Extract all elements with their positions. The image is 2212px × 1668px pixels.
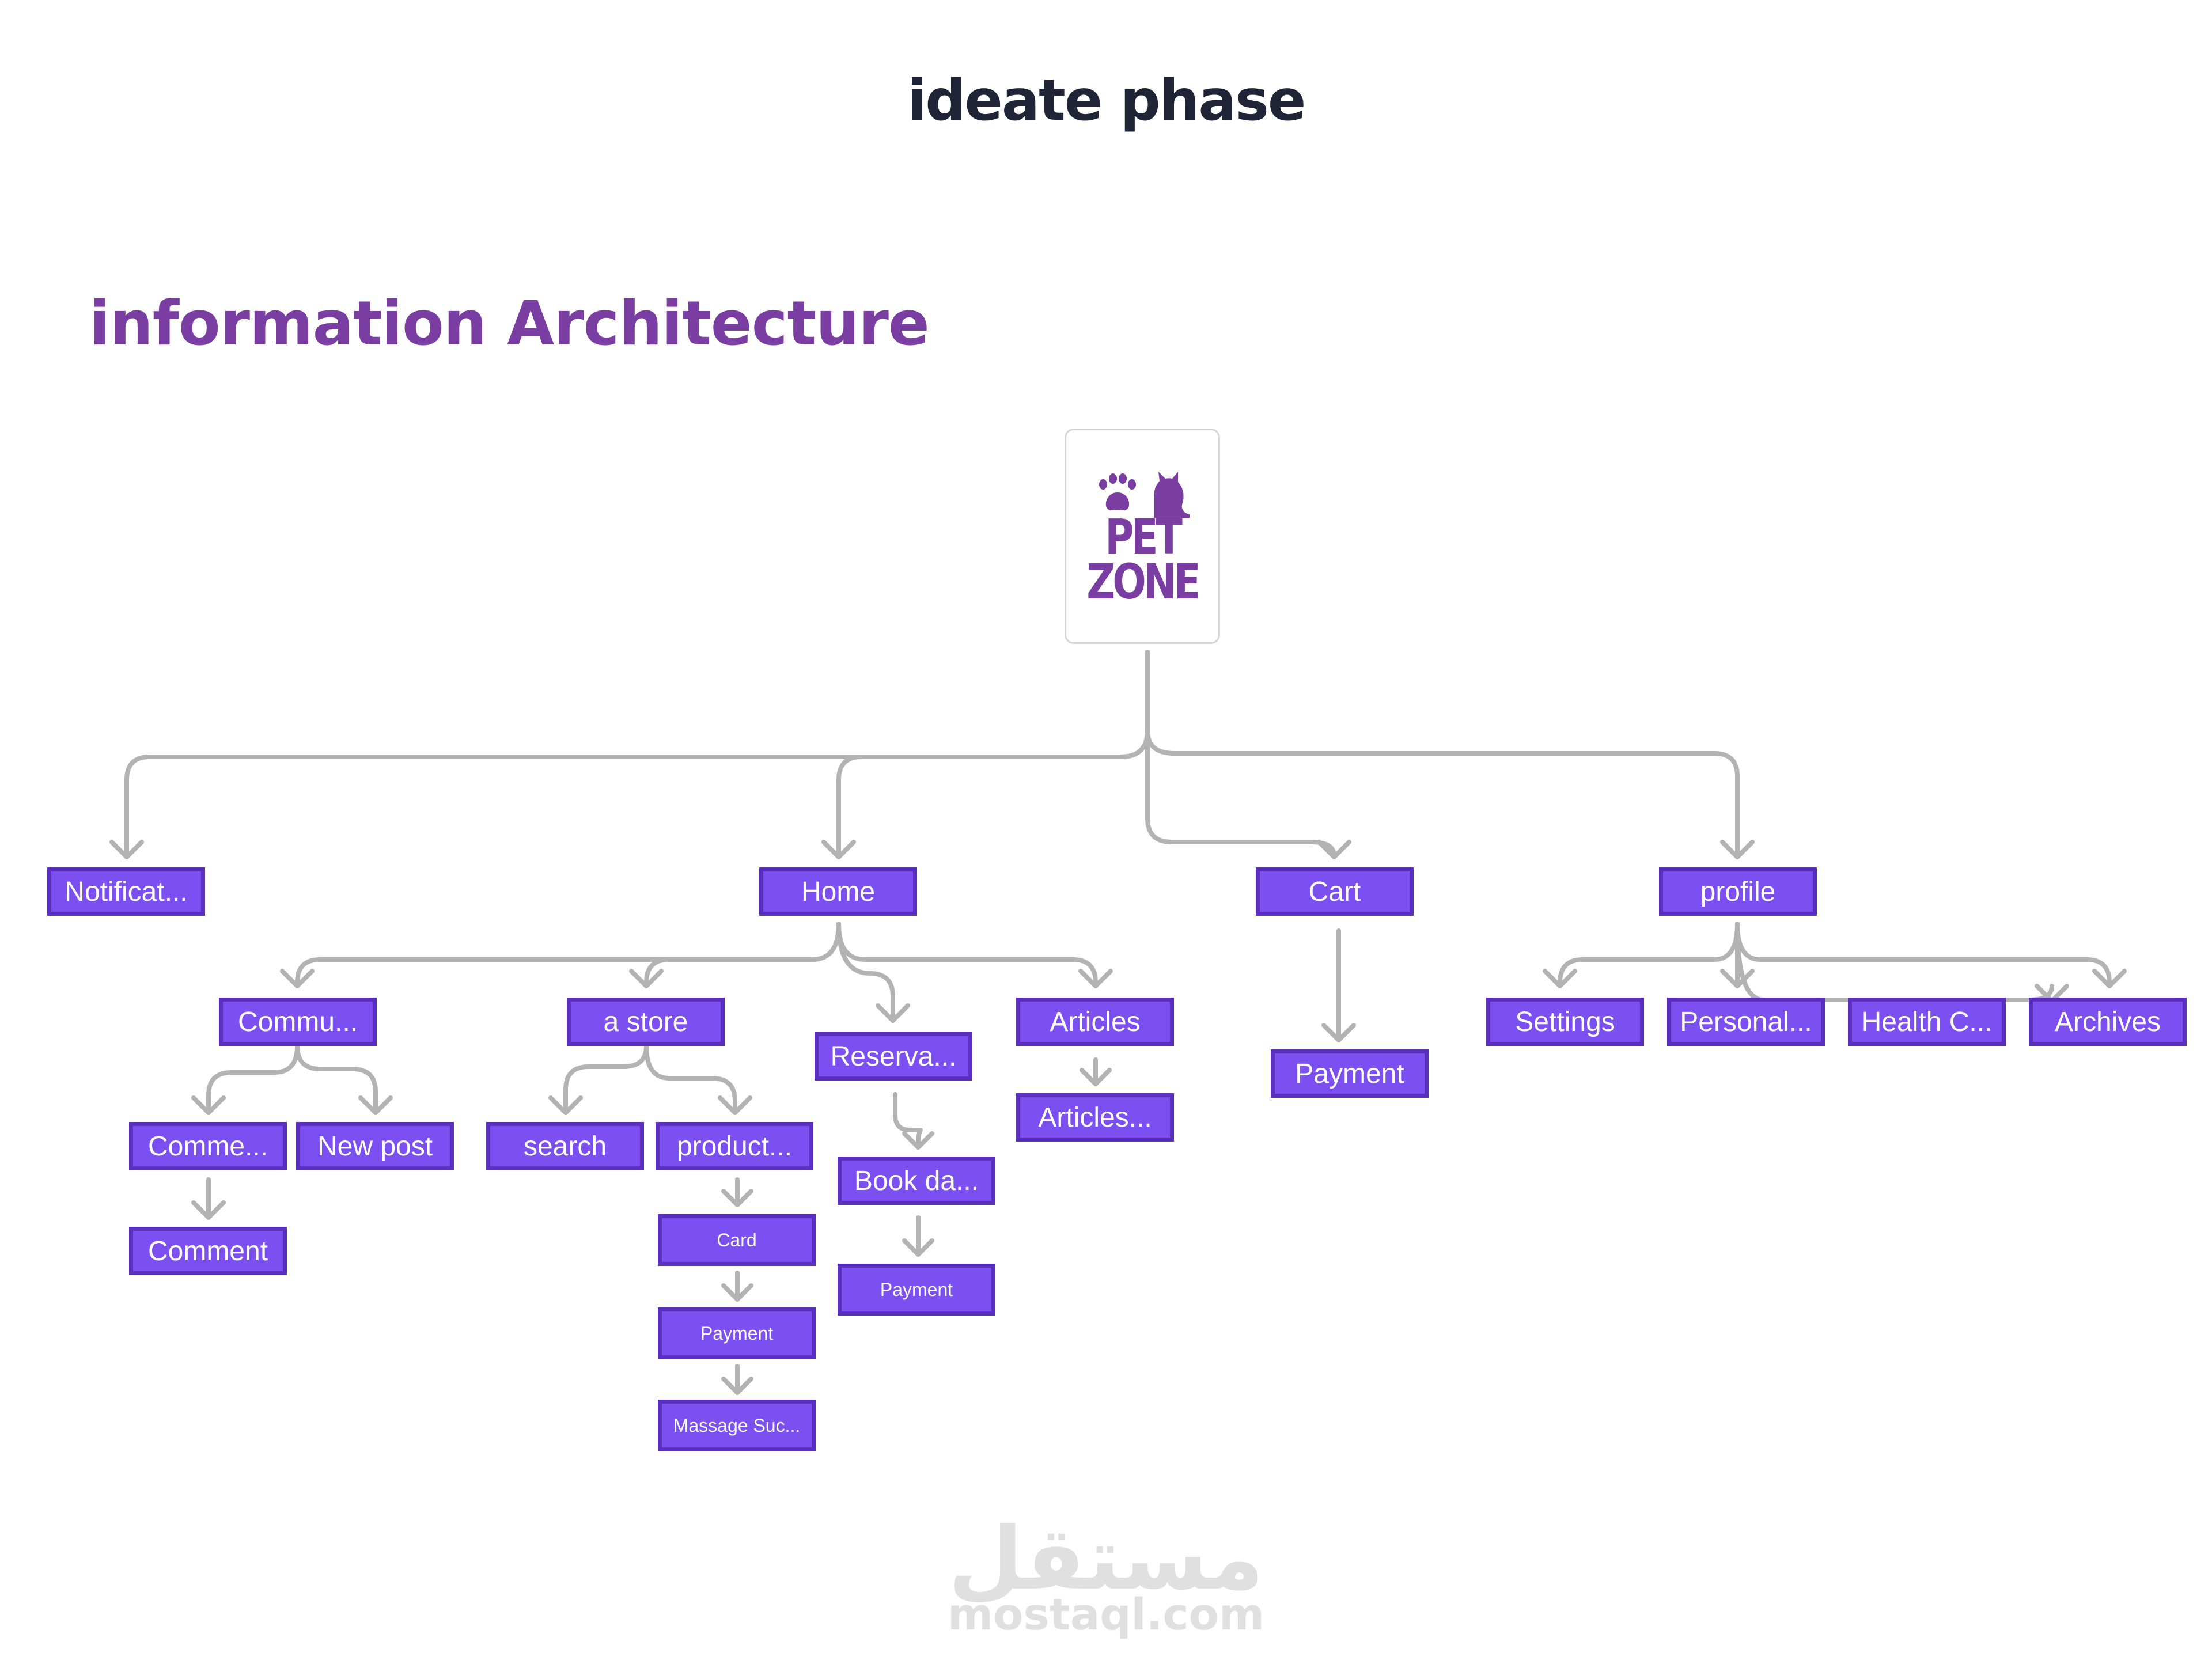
- arrowhead: [721, 1283, 753, 1302]
- connector-root-profile: [1145, 728, 1740, 859]
- page-title: ideate phase: [907, 68, 1306, 134]
- connector-root-notifications: [124, 728, 1150, 859]
- watermark-arabic: مستقل: [948, 1509, 1264, 1609]
- arrowhead: [902, 1131, 934, 1150]
- node-comment[interactable]: Comment: [129, 1227, 287, 1275]
- node-home[interactable]: Home: [759, 867, 917, 916]
- arrowhead: [109, 840, 144, 859]
- connector-home-reservation: [836, 922, 895, 1023]
- connector-community-newpost: [295, 1044, 378, 1115]
- arrowhead: [1317, 840, 1351, 859]
- logo-text-zone: ZONE: [1086, 554, 1200, 610]
- node-health[interactable]: Health C...: [1848, 998, 2006, 1046]
- arrowhead: [1720, 969, 1755, 988]
- node-message-success[interactable]: Massage Suc...: [658, 1400, 816, 1451]
- pet-zone-logo-card: PET ZONE: [1065, 429, 1220, 644]
- node-personal[interactable]: Personal...: [1667, 998, 1825, 1046]
- node-reservation[interactable]: Reserva...: [815, 1032, 972, 1081]
- connector-root-cart: [1145, 728, 1336, 858]
- arrowhead: [358, 1095, 393, 1115]
- arrowhead: [1543, 969, 1577, 988]
- arrowhead: [191, 1095, 226, 1115]
- arrowhead: [1078, 969, 1113, 988]
- node-search[interactable]: search: [486, 1122, 644, 1170]
- node-profile[interactable]: profile: [1659, 867, 1817, 916]
- arrowhead: [1080, 1068, 1112, 1086]
- node-store[interactable]: a store: [567, 998, 725, 1046]
- arrowhead: [721, 1377, 753, 1395]
- connector-profile-archives: [1735, 922, 2112, 985]
- arrowhead: [718, 1095, 752, 1115]
- logo-text-pet: PET: [1105, 509, 1183, 565]
- node-notifications[interactable]: Notificat...: [47, 867, 205, 916]
- node-archives[interactable]: Archives: [2029, 998, 2187, 1046]
- node-comments[interactable]: Comme...: [129, 1122, 287, 1170]
- node-store-payment[interactable]: Payment: [658, 1307, 816, 1359]
- node-products[interactable]: product...: [656, 1122, 813, 1170]
- arrowhead: [191, 1200, 226, 1220]
- node-community[interactable]: Commu...: [219, 998, 377, 1046]
- node-settings[interactable]: Settings: [1486, 998, 1644, 1046]
- node-cart-payment[interactable]: Payment: [1271, 1049, 1429, 1098]
- connector-home-community: [295, 922, 841, 985]
- arrowhead: [548, 1095, 583, 1115]
- paw-and-cat-icon: [1099, 472, 1190, 518]
- arrowhead: [2092, 969, 2127, 988]
- arrowhead: [1720, 840, 1755, 859]
- connector-reservation-book: [893, 1092, 923, 1148]
- watermark-latin: mostaql.com: [947, 1589, 1265, 1640]
- node-cart[interactable]: Cart: [1256, 867, 1414, 916]
- section-title: information Architecture: [89, 288, 930, 359]
- arrowhead: [280, 969, 315, 988]
- arrowhead: [902, 1238, 934, 1257]
- node-reservation-payment[interactable]: Payment: [838, 1264, 995, 1316]
- arrowhead: [821, 840, 856, 859]
- arrowhead: [1321, 1023, 1356, 1042]
- node-book-date[interactable]: Book da...: [838, 1157, 995, 1205]
- arrowhead: [876, 1003, 910, 1023]
- node-new-post[interactable]: New post: [296, 1122, 454, 1170]
- arrowhead: [721, 1189, 753, 1207]
- connector-community-comments: [206, 1044, 300, 1115]
- node-articles-detail[interactable]: Articles...: [1016, 1093, 1174, 1142]
- connector-home-articles: [836, 922, 1098, 985]
- connector-store-search: [563, 1044, 649, 1115]
- arrowhead: [629, 969, 664, 988]
- connector-store-products: [644, 1044, 737, 1115]
- connector-root-home: [836, 728, 1150, 859]
- connector-home-store: [644, 922, 841, 985]
- node-articles[interactable]: Articles: [1016, 998, 1174, 1046]
- node-card[interactable]: Card: [658, 1214, 816, 1266]
- connector-profile-settings: [1558, 922, 1740, 985]
